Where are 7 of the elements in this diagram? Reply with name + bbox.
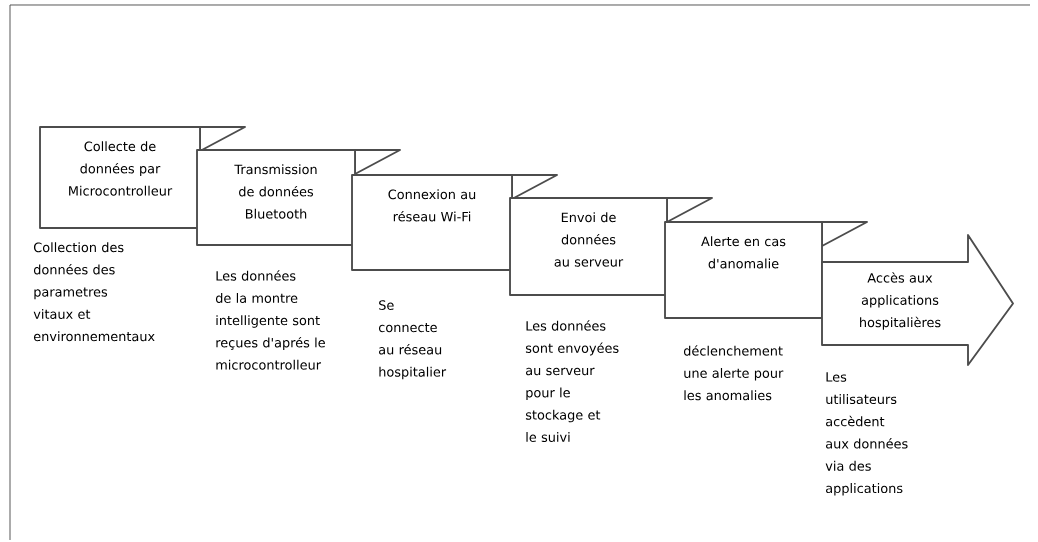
step-description: Les utilisateurs accèdent aux données via des applications: [825, 372, 908, 496]
arrow-box: Accès aux applications hospitalières: [821, 234, 1014, 366]
step-description: déclenchement une alerte pour les anomalies: [683, 345, 784, 401]
step-description: Collection des données des parametres vitaux et environnementaux: [33, 242, 155, 342]
step-description: Se connecte au réseau hospitalier: [378, 300, 447, 380]
step-description: Les données de la montre intelligente sont reçues d'aprés le microcontrolleur: [215, 270, 325, 370]
step-description: Les données sont envoyées au serveur pour le stockage et le suivi: [525, 320, 619, 442]
